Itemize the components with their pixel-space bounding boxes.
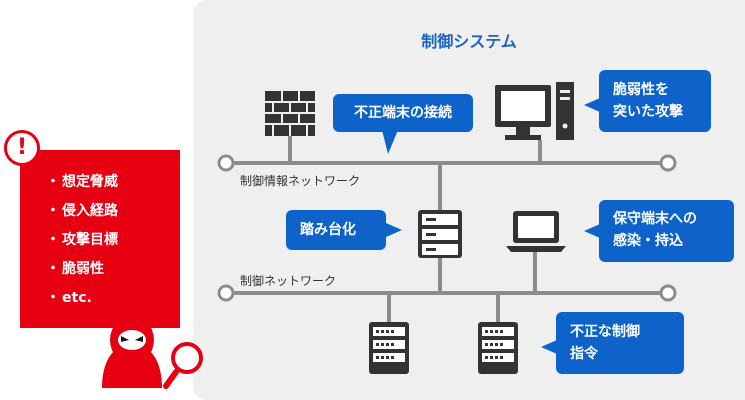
callout-text: 感染・持込 bbox=[613, 233, 683, 249]
callout-text: 不正な制御 bbox=[570, 324, 640, 340]
callout-vulnerability-attack: 脆弱性を 突いた攻撃 bbox=[599, 70, 711, 132]
warning-icon: ! bbox=[4, 130, 40, 166]
magnifier-icon bbox=[163, 342, 203, 389]
callout-tail bbox=[382, 130, 398, 154]
callout-text: 指令 bbox=[570, 346, 598, 362]
panel-title: 制御システム bbox=[421, 32, 517, 51]
threat-box: 想定脅威 侵入経路 攻撃目標 脆弱性 etc. bbox=[20, 150, 180, 328]
attacker-icon bbox=[102, 316, 162, 388]
threat-list: 想定脅威 侵入経路 攻撃目標 脆弱性 etc. bbox=[20, 150, 180, 313]
list-item: 攻撃目標 bbox=[46, 226, 180, 255]
callout-text: 踏み台化 bbox=[300, 222, 356, 238]
list-item: 想定脅威 bbox=[46, 168, 180, 197]
callout-tail bbox=[584, 98, 600, 112]
callout-text: 脆弱性を bbox=[613, 82, 669, 98]
network-drops bbox=[288, 136, 542, 322]
control-network-line bbox=[217, 284, 677, 302]
callout-tail bbox=[386, 223, 402, 237]
list-item: etc. bbox=[46, 284, 180, 313]
controller-icon bbox=[478, 322, 518, 374]
callout-unauthorized-connection: 不正端末の接続 bbox=[333, 94, 473, 132]
callout-text: 保守端末への bbox=[613, 211, 697, 227]
list-item: 脆弱性 bbox=[46, 255, 180, 284]
callout-stepping-stone: 踏み台化 bbox=[286, 210, 386, 250]
firewall-icon bbox=[265, 91, 315, 136]
list-item: 侵入経路 bbox=[46, 197, 180, 226]
callout-text: 不正端末の接続 bbox=[354, 105, 452, 121]
controller-icon bbox=[369, 322, 409, 374]
callout-text: 突いた攻撃 bbox=[613, 104, 683, 120]
callout-tail bbox=[584, 224, 600, 238]
server-icon bbox=[418, 210, 462, 258]
laptop-icon bbox=[506, 211, 566, 252]
control-network-label: 制御ネットワーク bbox=[240, 274, 337, 288]
callout-unauthorized-command: 不正な制御 指令 bbox=[556, 312, 684, 374]
desktop-computer-icon bbox=[495, 82, 574, 140]
info-network-line bbox=[217, 154, 677, 172]
callout-tail bbox=[541, 340, 557, 354]
info-network-label: 制御情報ネットワーク bbox=[240, 174, 361, 188]
callout-maintenance-terminal: 保守端末への 感染・持込 bbox=[599, 200, 734, 262]
